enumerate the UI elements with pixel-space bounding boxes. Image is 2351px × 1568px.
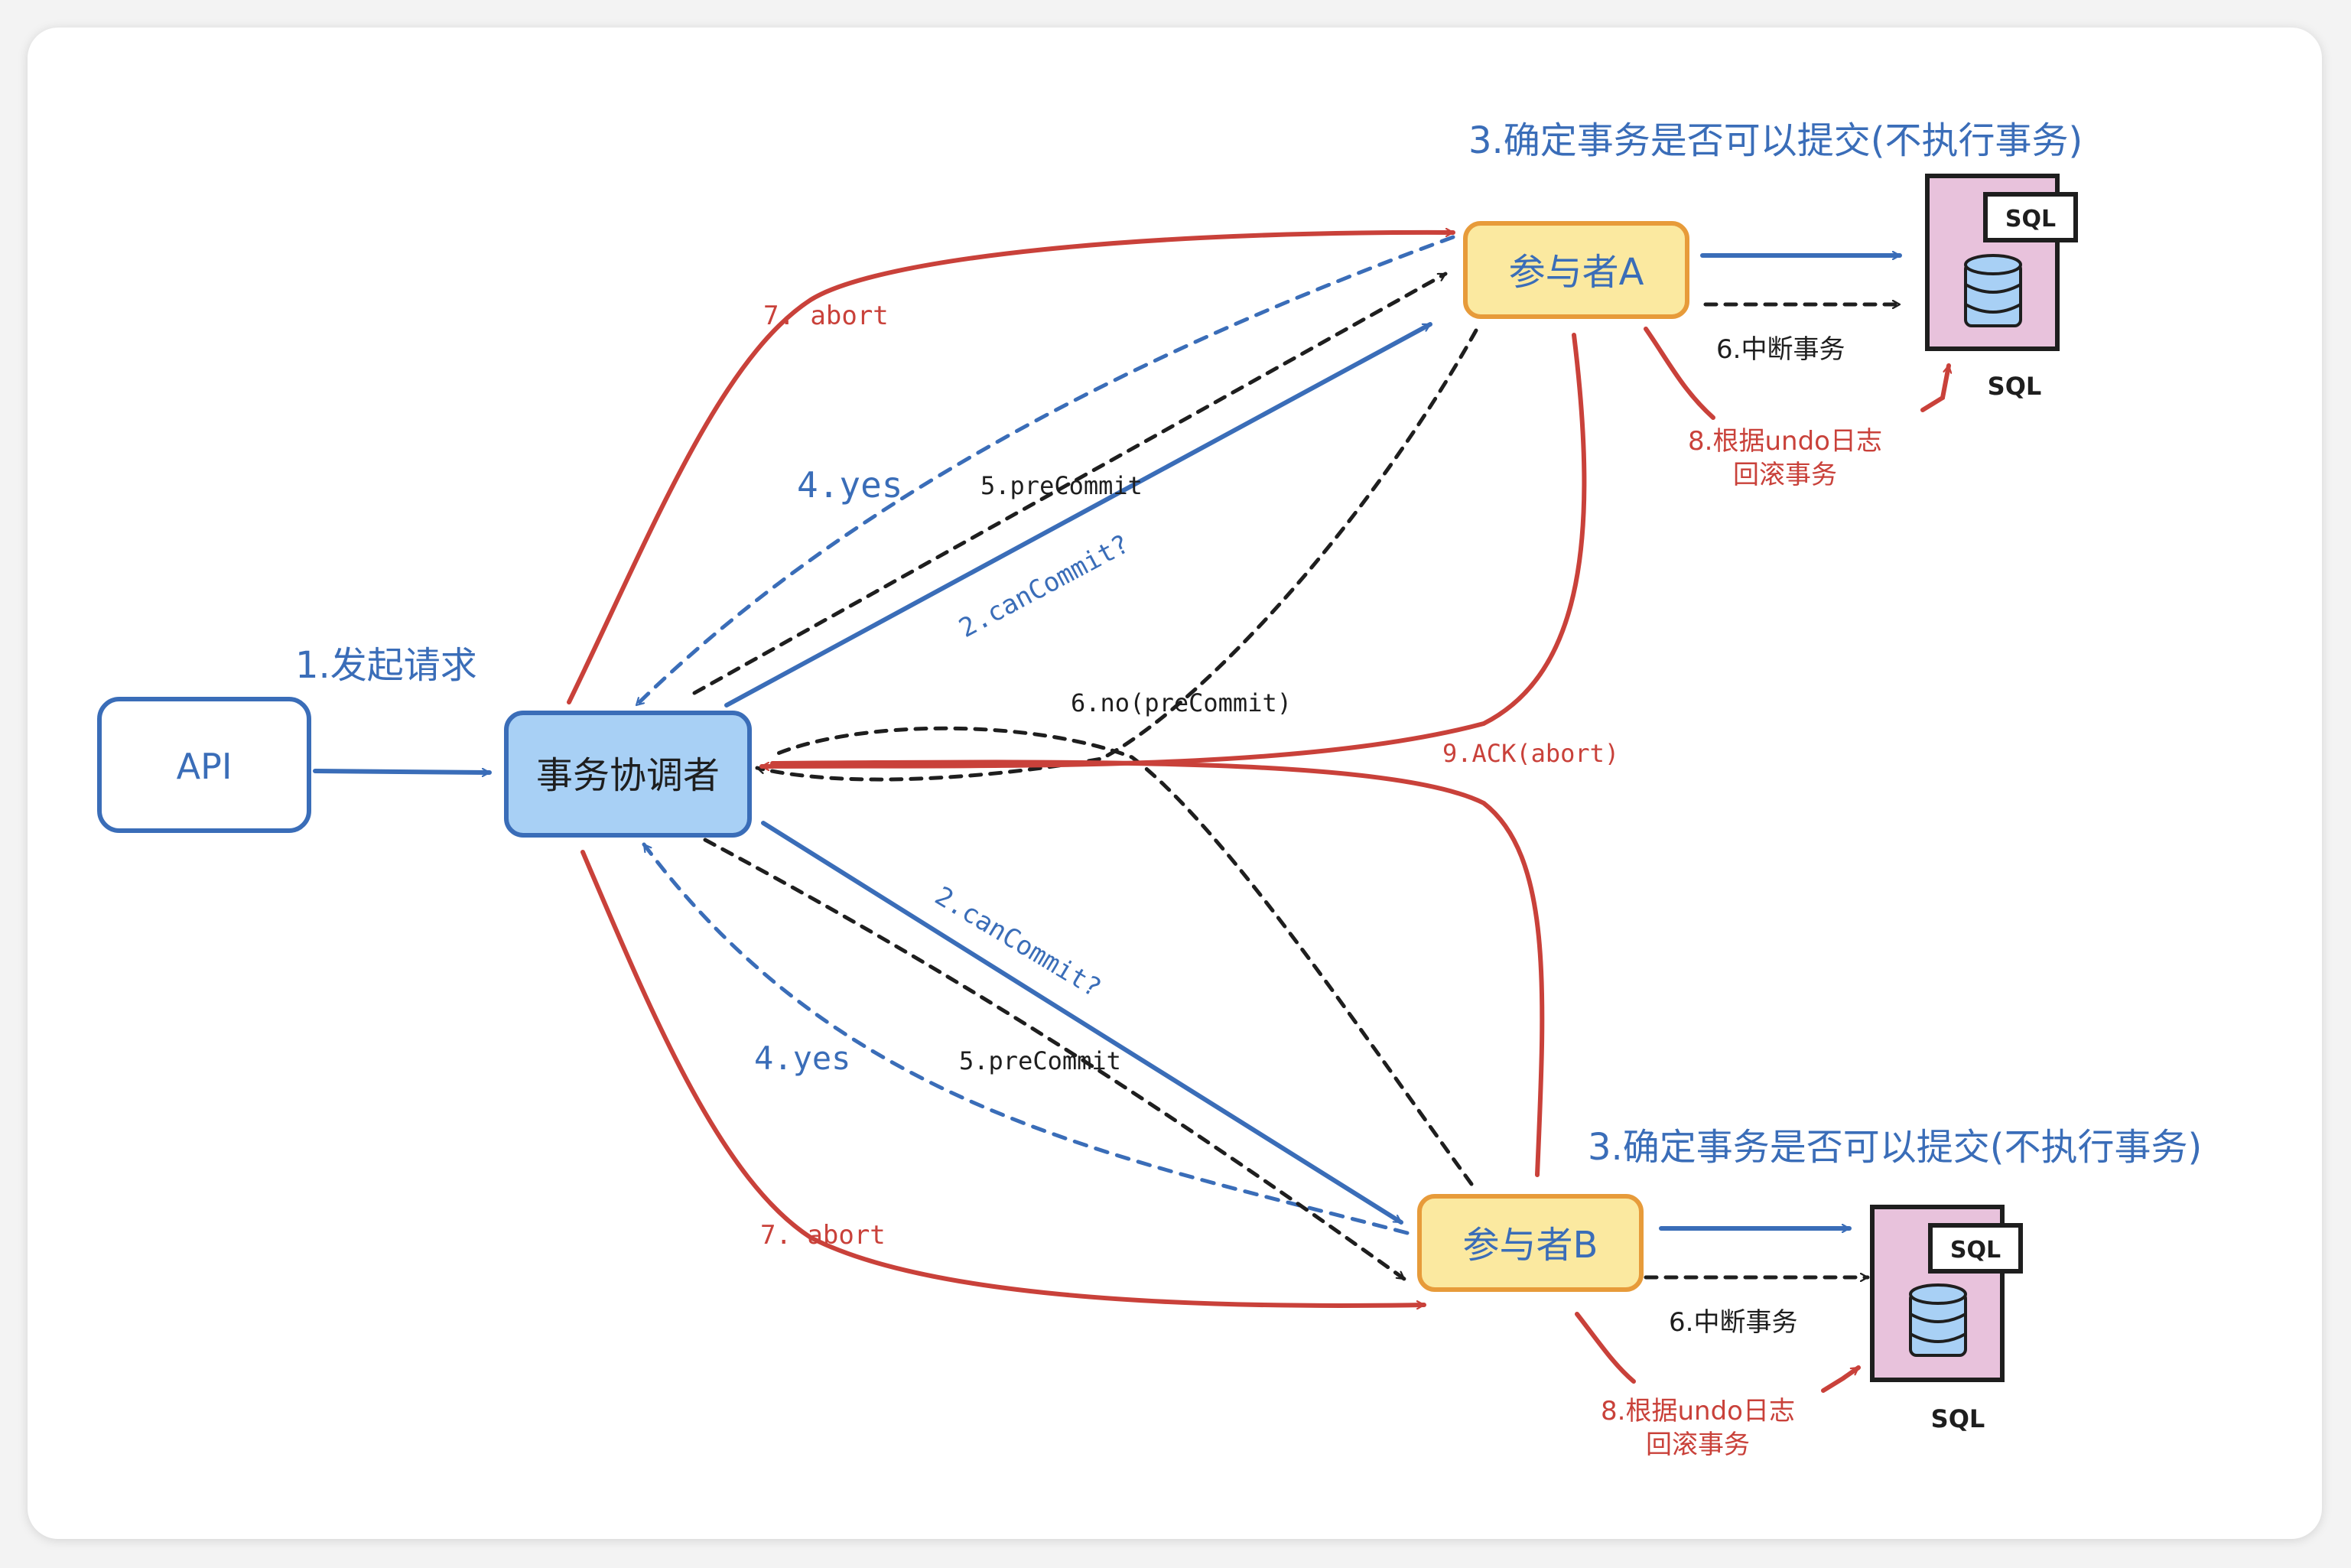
- label-step6-no: 6.no(preCommit): [1071, 688, 1292, 717]
- database-a: SQL SQL: [1925, 174, 2078, 401]
- label-step5-bottom: 5.preCommit: [959, 1046, 1121, 1075]
- database-b-caption: SQL: [1931, 1404, 1985, 1433]
- label-step7-top: 7. abort: [763, 301, 889, 331]
- arrow-api-to-coordinator: [313, 771, 492, 773]
- arrow-abort-to-a: [567, 233, 1455, 704]
- label-step3-a: 3.确定事务是否可以提交(不执行事务): [1468, 119, 2083, 162]
- api-node-label: API: [177, 746, 232, 787]
- arrow-rollback-b: [1575, 1312, 1636, 1384]
- label-step1: 1.发起请求: [295, 644, 477, 687]
- label-step8-b-line1: 8.根据undo日志: [1601, 1396, 1795, 1426]
- arrow-ack-from-a: [759, 333, 1587, 766]
- database-b-tag: SQL: [1950, 1237, 2001, 1264]
- arrow-rollback-a-to-db: [1920, 363, 1949, 412]
- label-step6-abort-a: 6.中断事务: [1716, 334, 1845, 365]
- arrow-rollback-a: [1644, 327, 1715, 420]
- database-b: SQL SQL: [1870, 1205, 2023, 1433]
- database-icon: [1909, 1283, 1967, 1357]
- arrow-rollback-b-to-db: [1821, 1365, 1861, 1393]
- coordinator-node-label: 事务协调者: [536, 754, 720, 797]
- coordinator-node[interactable]: 事务协调者: [504, 711, 752, 838]
- database-a-caption: SQL: [1988, 372, 2042, 401]
- arrow-cancommit-to-b: [761, 821, 1403, 1225]
- arrow-precommit-to-b: [703, 838, 1406, 1281]
- label-step8-a-line2: 回滚事务: [1733, 460, 1837, 490]
- arrow-no-precommit-from-a: [755, 328, 1478, 782]
- arrow-abort-to-b: [580, 850, 1426, 1306]
- label-step8-b-line2: 回滚事务: [1646, 1430, 1750, 1460]
- label-step8-a-line1: 8.根据undo日志: [1688, 426, 1882, 457]
- arrow-yes-from-b: [642, 842, 1410, 1235]
- label-step4-top: 4.yes: [797, 464, 902, 506]
- database-icon: [1964, 254, 2022, 327]
- label-step7-bottom: 7. abort: [760, 1220, 886, 1251]
- label-step3-b: 3.确定事务是否可以提交(不执行事务): [1588, 1126, 2202, 1169]
- label-step4-bottom: 4.yes: [754, 1039, 850, 1077]
- label-step5-top: 5.preCommit: [980, 471, 1143, 500]
- arrow-precommit-to-a: [692, 272, 1448, 695]
- participant-b-node[interactable]: 参与者B: [1417, 1194, 1644, 1292]
- participant-b-label: 参与者B: [1463, 1224, 1598, 1267]
- arrow-ack-from-b: [770, 760, 1545, 1177]
- arrow-no-precommit-from-b: [770, 726, 1474, 1186]
- label-step6-abort-b: 6.中断事务: [1669, 1307, 1797, 1338]
- participant-a-label: 参与者A: [1509, 251, 1644, 294]
- api-node[interactable]: API: [97, 697, 311, 833]
- arrow-yes-from-a: [634, 235, 1455, 708]
- participant-a-node[interactable]: 参与者A: [1463, 221, 1689, 319]
- label-step9: 9.ACK(abort): [1442, 739, 1619, 768]
- database-a-tag: SQL: [2005, 206, 2056, 233]
- arrow-cancommit-to-a: [724, 322, 1432, 708]
- label-step2-top: 2.canCommit?: [954, 529, 1134, 644]
